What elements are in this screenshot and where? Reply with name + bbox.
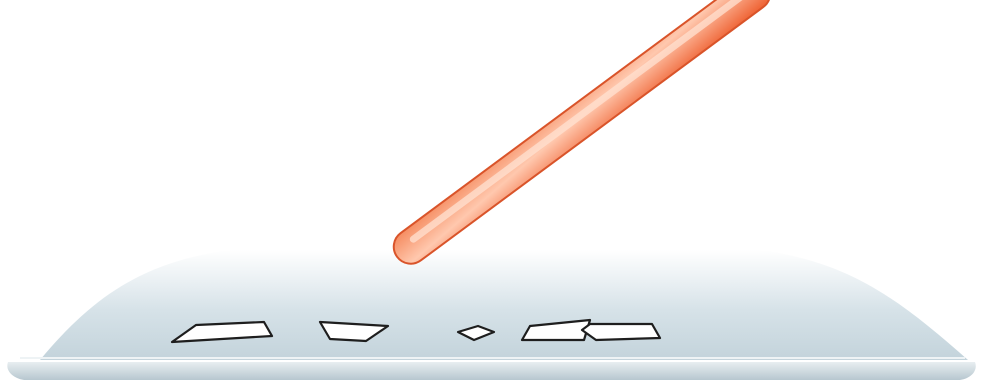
paper-piece	[318, 320, 390, 343]
charged-rod	[392, 0, 772, 265]
rod-body	[392, 0, 772, 265]
paper-piece	[520, 318, 592, 342]
paper-piece	[580, 322, 662, 342]
surface	[7, 250, 976, 380]
paper-pieces	[170, 318, 662, 344]
paper-piece	[170, 320, 274, 344]
surface-top	[40, 250, 968, 360]
paper-piece	[456, 324, 496, 342]
surface-edge	[7, 362, 976, 380]
rod-highlight	[409, 0, 749, 243]
